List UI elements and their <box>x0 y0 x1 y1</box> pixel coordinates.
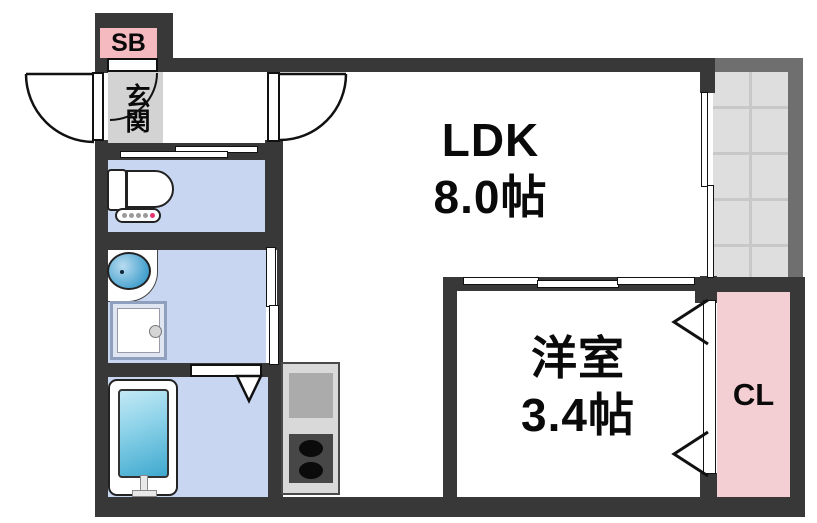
toilet-sliding-door-panel <box>120 151 228 158</box>
wall <box>700 473 717 503</box>
ldk-floor <box>283 72 700 277</box>
closet-door-fold-icon <box>671 298 709 346</box>
washing-machine-pan-icon <box>110 301 167 360</box>
ldk-area: 8.0帖 <box>433 171 548 224</box>
wall <box>157 13 173 72</box>
bathtub-icon <box>108 379 178 497</box>
wall <box>790 292 805 517</box>
wall <box>167 58 715 72</box>
wall <box>443 277 457 497</box>
washroom-sliding-door-panel <box>266 247 276 307</box>
stove-burner-icon <box>299 440 323 457</box>
bathtub-faucet-base-icon <box>132 490 157 497</box>
balcony-floor <box>713 72 788 278</box>
balcony-grid-line <box>749 72 752 278</box>
bathtub-water <box>118 389 169 478</box>
kitchen-unit-icon <box>281 362 340 495</box>
closet-label: CL <box>732 377 775 412</box>
shoe-box-door <box>107 58 158 72</box>
washbasin-drain-icon <box>120 270 124 274</box>
wall <box>700 277 805 292</box>
closet-door-fold-icon <box>671 430 709 478</box>
ldk-label: LDK 8.0帖 <box>383 112 598 226</box>
balcony-window-panel <box>701 92 708 187</box>
wall <box>258 58 283 72</box>
western-room-floor <box>457 291 695 497</box>
closet-floor <box>717 292 790 497</box>
toilet-tank-icon <box>107 169 127 211</box>
western-room-area: 3.4帖 <box>521 389 635 442</box>
wall <box>95 497 805 517</box>
stove-burner-icon <box>299 462 323 479</box>
room-divider-sliding-panel <box>617 277 695 285</box>
wall <box>700 58 715 93</box>
bathroom-door-fold-icon <box>235 374 263 404</box>
toilet-button <box>136 213 141 218</box>
toilet-bowl-icon <box>126 170 174 208</box>
ldk-door-swing-icon <box>279 72 348 142</box>
wall <box>265 140 283 250</box>
wall <box>95 13 173 28</box>
washbasin-sink-icon <box>107 252 151 290</box>
western-room-name: 洋室 <box>531 332 625 384</box>
washroom-sliding-door-panel <box>269 305 279 365</box>
kitchen-sink-icon <box>289 373 333 418</box>
balcony-railing-right <box>788 58 803 278</box>
shoe-box: SB <box>100 28 157 58</box>
western-room-label: 洋室 3.4帖 <box>463 330 693 444</box>
toilet-button <box>150 213 155 218</box>
entrance-label: 玄関 <box>122 83 150 133</box>
entrance-floor <box>108 72 163 143</box>
entrance-door-swing-icon <box>109 72 158 121</box>
bathroom-door <box>190 364 262 377</box>
toilet-button <box>122 213 127 218</box>
ldk-door-leaf <box>267 72 280 142</box>
wall <box>265 365 283 497</box>
toilet-button <box>143 213 148 218</box>
wall <box>95 232 283 250</box>
entrance-hall-floor <box>163 72 265 143</box>
stove-icon <box>289 434 333 483</box>
ldk-name: LDK <box>441 114 540 166</box>
wall <box>277 247 283 365</box>
balcony-railing-top <box>713 58 803 72</box>
room-divider-sliding-panel <box>463 277 539 285</box>
balcony-window-panel <box>707 185 714 278</box>
toilet-button <box>129 213 134 218</box>
front-door-leaf <box>92 72 104 141</box>
pan-drain-icon <box>149 325 162 338</box>
front-door-swing-icon <box>24 72 95 144</box>
toilet-control-panel-icon <box>115 208 161 223</box>
shoe-box-label: SB <box>111 28 146 57</box>
room-divider-sliding-panel <box>537 280 619 288</box>
